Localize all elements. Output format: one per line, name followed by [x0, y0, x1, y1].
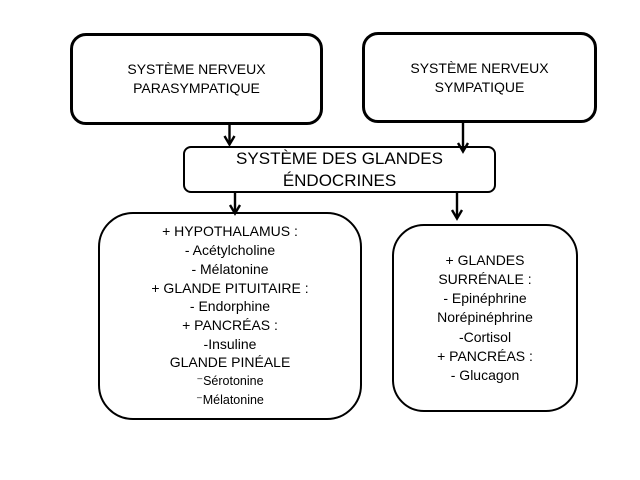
box-text-line: ÉNDOCRINES [282, 170, 397, 190]
box-text-line: ⁻Sérotonine [196, 374, 264, 389]
box-text-line: PARASYMPATIQUE [133, 80, 260, 96]
down-arrow-parasympathetic-to-endocrine [223, 124, 236, 147]
parasympathetic-glands-detail-box: + HYPOTHALAMUS : - Acétylcholine - Mélat… [98, 212, 362, 420]
endocrine-glands-system-box: SYSTÈME DES GLANDES ÉNDOCRINES [183, 146, 496, 193]
down-arrow-endocrine-to-right-glands [450, 193, 464, 221]
box-text-line: -Insuline [203, 335, 257, 352]
down-arrow-endocrine-to-left-glands [228, 193, 242, 216]
box-text-line: -Cortisol [458, 328, 512, 345]
box-text-line: - Endorphine [189, 298, 271, 315]
box-text-line: - Acétylcholine [184, 242, 276, 259]
box-text-line: ⁻Mélatonine [196, 392, 264, 407]
box-text-line: + GLANDE PITUITAIRE : [151, 279, 309, 296]
sympathetic-nervous-system-box: SYSTÈME NERVEUX SYMPATIQUE [362, 32, 597, 123]
box-text-line: SYSTÈME NERVEUX [127, 61, 266, 77]
box-text-line: + HYPOTHALAMUS : [162, 223, 298, 240]
box-text-line: + PANCRÉAS : [437, 347, 533, 364]
box-text-line: - Glucagon [450, 367, 520, 383]
box-text-line: SURRÉNALE : [438, 270, 532, 287]
box-text-line: SYSTÈME DES GLANDES [236, 149, 443, 168]
box-text-line: + GLANDES [445, 251, 525, 268]
box-text-line: SYMPATIQUE [434, 78, 525, 95]
sympathetic-glands-detail-box: + GLANDES SURRÉNALE : - Epinéphrine Noré… [392, 224, 578, 412]
box-text-line: + PANCRÉAS : [182, 317, 278, 333]
box-text-line: SYSTÈME NERVEUX [410, 59, 549, 76]
box-text-line: GLANDE PINÉALE [169, 354, 291, 371]
parasympathetic-nervous-system-box: SYSTÈME NERVEUX PARASYMPATIQUE [70, 33, 323, 125]
box-text-line: Norépinéphrine [437, 309, 533, 326]
box-text-line: - Mélatonine [191, 260, 269, 277]
box-text-line: - Epinéphrine [443, 290, 527, 307]
